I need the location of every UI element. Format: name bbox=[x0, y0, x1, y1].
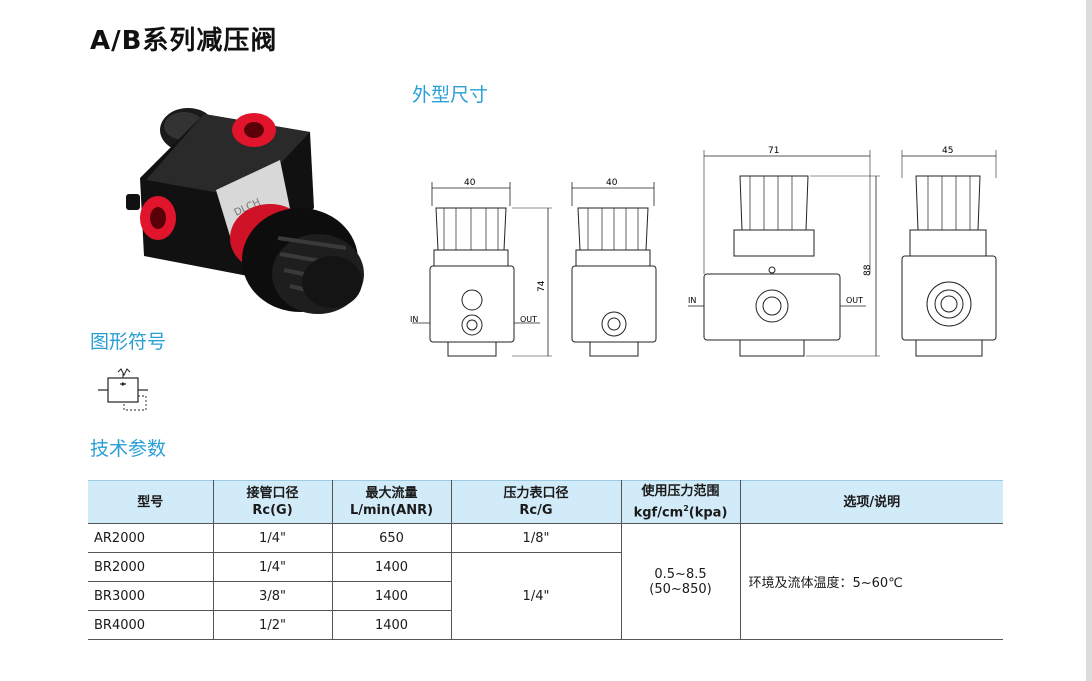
cell-flow: 1400 bbox=[331, 581, 451, 611]
d1-in-label: IN bbox=[410, 315, 418, 324]
table-row: BR2000 1/4" 1400 1/4" bbox=[88, 552, 1003, 640]
product-image: DLCH bbox=[126, 108, 364, 314]
cell-port: 1/4" bbox=[212, 523, 333, 553]
drawing-front-view: 40 74 IN OUT bbox=[410, 178, 552, 357]
d2-width-label: 40 bbox=[606, 178, 618, 188]
page-edge bbox=[1086, 0, 1092, 681]
cell-flow: 1400 bbox=[331, 610, 451, 640]
d3-width-label: 71 bbox=[768, 146, 779, 156]
cell-port: 3/8" bbox=[212, 581, 333, 611]
cell-pressure-range: 0.5~8.5(50~850) bbox=[620, 523, 741, 640]
header-model: 型号 bbox=[88, 480, 214, 524]
d3-in-label: IN bbox=[688, 296, 696, 305]
cell-model: BR3000 bbox=[88, 581, 214, 611]
d1-out-label: OUT bbox=[520, 315, 537, 324]
table-row: AR2000 1/4" 650 1/8" 0.5~8.5(50~850) 环境及… bbox=[88, 523, 1003, 640]
cell-flow: 1400 bbox=[331, 552, 452, 582]
dimension-drawings: 40 74 IN OUT 40 bbox=[410, 146, 997, 357]
d1-width-label: 40 bbox=[464, 178, 476, 188]
cell-gauge: 1/4" bbox=[450, 552, 621, 640]
section-symbol: 图形符号 bbox=[90, 331, 167, 353]
cell-model: BR2000 bbox=[88, 552, 214, 582]
cell-model: AR2000 bbox=[88, 523, 214, 553]
d3-height-label: 88 bbox=[863, 264, 873, 276]
regulator-symbol bbox=[98, 368, 148, 411]
table-row: BR4000 1/2" 1400 bbox=[88, 610, 1003, 640]
drawing-side-view: 40 bbox=[571, 178, 657, 357]
header-notes: 选项/说明 bbox=[739, 480, 1003, 524]
section-tech: 技术参数 bbox=[90, 438, 167, 460]
drawing-body-front: 71 88 IN OUT bbox=[688, 146, 880, 357]
d4-width-label: 45 bbox=[942, 146, 953, 156]
cell-port: 1/2" bbox=[212, 610, 333, 640]
cell-model: BR4000 bbox=[88, 610, 214, 640]
page-title: A/B系列减压阀 bbox=[90, 26, 278, 56]
drawing-body-side: 45 bbox=[901, 146, 997, 357]
cell-flow: 650 bbox=[331, 523, 452, 553]
cell-port: 1/4" bbox=[212, 552, 333, 582]
section-dimensions: 外型尺寸 bbox=[412, 84, 489, 106]
cell-gauge: 1/8" bbox=[450, 523, 622, 553]
d3-out-label: OUT bbox=[846, 296, 863, 305]
cell-note: 环境及流体温度：5~60℃ bbox=[739, 523, 1003, 640]
d1-height-label: 74 bbox=[537, 280, 547, 292]
